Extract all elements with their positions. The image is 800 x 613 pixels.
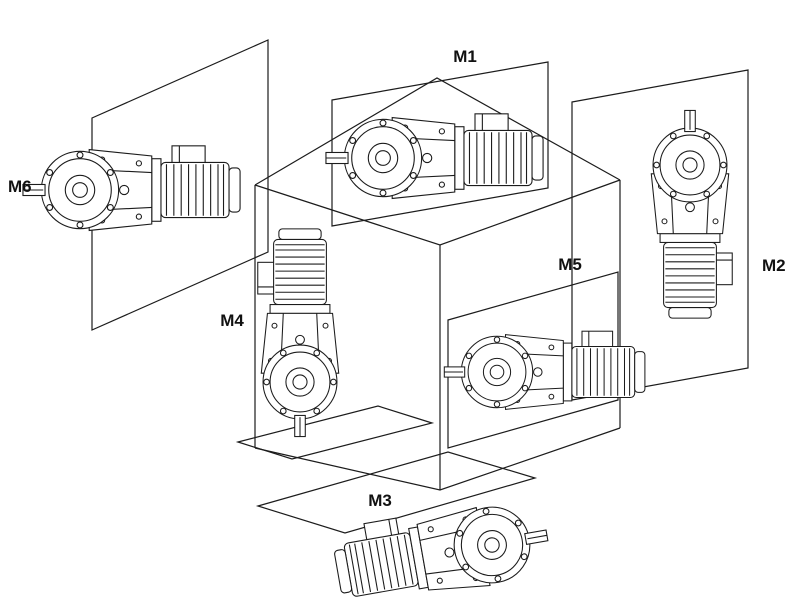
motor-m5-illustration (443, 330, 646, 410)
plane-m5 (447, 271, 619, 449)
label-m1: M1 (453, 47, 477, 66)
plane-m3 (255, 451, 538, 534)
label-m3: M3 (368, 491, 392, 510)
label-m2: M2 (762, 256, 786, 275)
plane-m1 (331, 61, 549, 227)
motor-m6-illustration (22, 145, 241, 232)
motor-m3-illustration (329, 492, 555, 612)
label-m5: M5 (558, 255, 582, 274)
label-m4: M4 (220, 311, 244, 330)
plane-m6 (91, 39, 269, 331)
motor-m1-illustration (325, 113, 544, 200)
motor-m4-illustration (257, 228, 340, 438)
motor-m2-illustration (650, 109, 733, 319)
label-m6: M6 (8, 177, 32, 196)
plane-m2 (571, 69, 749, 401)
reference-cube (254, 77, 621, 491)
plane-m4 (235, 405, 435, 460)
